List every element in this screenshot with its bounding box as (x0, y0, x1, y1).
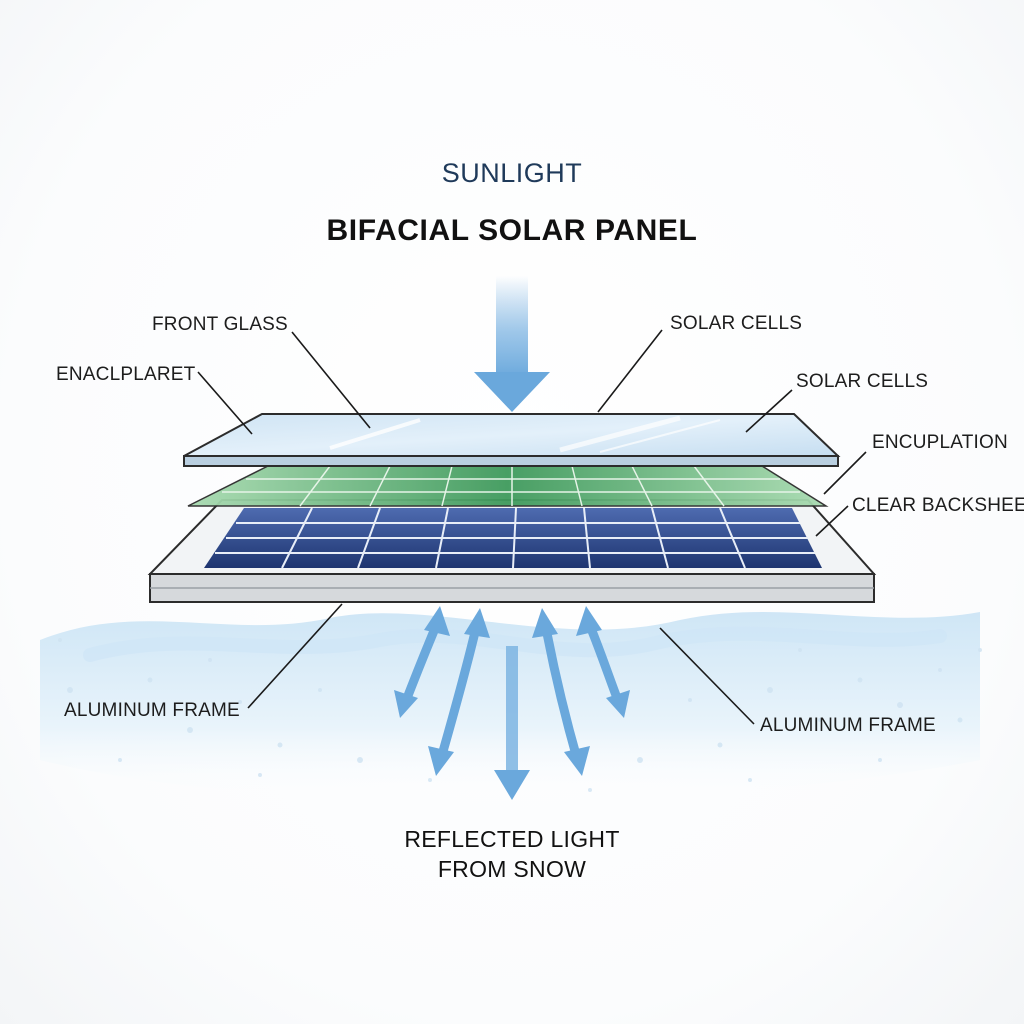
encapsulant-layer (187, 465, 829, 507)
solar-cells-layer (204, 507, 822, 569)
reflected-light-label-line2: FROM SNOW (437, 856, 587, 882)
label-solar-cells-side: SOLAR CELLS (796, 371, 929, 392)
sunlight-arrow (474, 276, 550, 412)
label-solar-cells-top: SOLAR CELLS (670, 313, 803, 334)
reflected-light-arrows (394, 606, 630, 800)
front-glass-layer (183, 413, 841, 467)
label-encapsulant: ENACLPLARET (56, 364, 196, 385)
label-aluminum-frame-right: ALUMINUM FRAME (760, 715, 936, 736)
label-front-glass: FRONT GLASS (152, 314, 288, 335)
diagram-title: BIFACIAL SOLAR PANEL (326, 214, 698, 247)
leader-lines (197, 329, 867, 725)
label-aluminum-frame-left: ALUMINUM FRAME (64, 700, 240, 721)
label-clear-backsheet: CLEAR BACKSHEET (852, 495, 1024, 516)
reflected-light-label-line1: REFLECTED LIGHT (404, 826, 620, 852)
sunlight-label: SUNLIGHT (441, 158, 583, 188)
label-encapsulation: ENCUPLATION (872, 432, 1008, 453)
